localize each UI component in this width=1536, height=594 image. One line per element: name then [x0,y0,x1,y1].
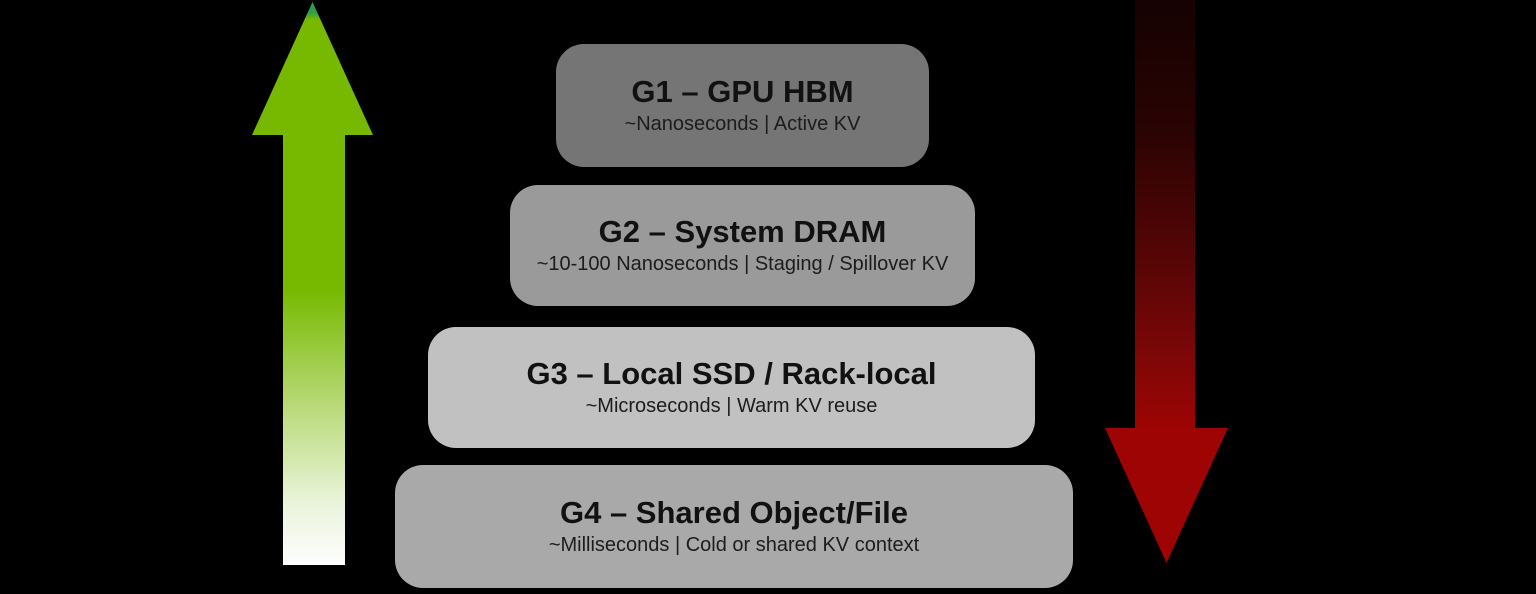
tier-box-g3: G3 – Local SSD / Rack-local ~Microsecond… [428,327,1035,448]
down-arrow-head-icon [1105,428,1228,563]
tier-g1-subtitle: ~Nanoseconds | Active KV [624,113,861,136]
tier-g3-title: G3 – Local SSD / Rack-local [526,355,937,391]
tier-g1-title: G1 – GPU HBM [631,73,854,109]
tier-g2-subtitle: ~10-100 Nanoseconds | Staging / Spillove… [536,253,949,276]
tier-g3-subtitle: ~Microseconds | Warm KV reuse [585,395,878,418]
up-arrow-head-icon [252,2,373,135]
tier-g4-subtitle: ~Milliseconds | Cold or shared KV contex… [548,534,920,557]
down-arrow-shaft [1135,0,1195,430]
tier-g4-title: G4 – Shared Object/File [559,494,908,530]
tier-g2-title: G2 – System DRAM [598,213,887,249]
tier-box-g2: G2 – System DRAM ~10-100 Nanoseconds | S… [510,185,975,306]
up-arrow-shaft [283,134,345,565]
tier-box-g1: G1 – GPU HBM ~Nanoseconds | Active KV [556,44,929,167]
tier-box-g4: G4 – Shared Object/File ~Milliseconds | … [395,465,1073,588]
